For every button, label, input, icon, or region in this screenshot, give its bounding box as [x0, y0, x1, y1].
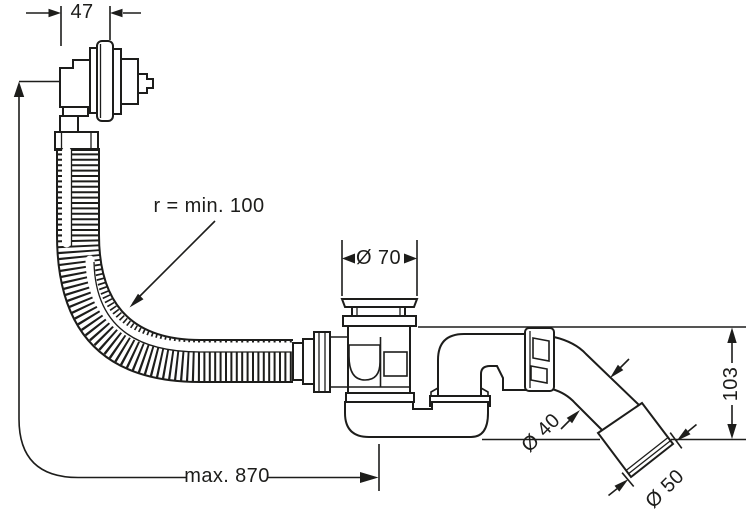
- dim-width-47: [26, 6, 141, 46]
- arrowhead-right-icon: [360, 472, 379, 483]
- flange-plate: [340, 298, 419, 308]
- flange-neck: [351, 306, 406, 317]
- valve-housing: [347, 325, 411, 394]
- overflow-rosette-disc: [96, 40, 114, 122]
- inlet-union-nut: [313, 331, 331, 393]
- socket-rim-line: [628, 440, 672, 475]
- dim-radius-leader: [129, 220, 216, 308]
- arrowhead-down-left-icon: [610, 364, 624, 378]
- pipe-upper-edge: [553, 336, 640, 406]
- hose-highlight-stripe-horizontal: [85, 255, 296, 352]
- coupling-nut: [524, 327, 555, 392]
- dim-radius-label: r = min. 100: [153, 195, 265, 217]
- hose-corrugation-ribs: [57, 148, 293, 382]
- reference-lines: [418, 326, 746, 441]
- nut-facet: [530, 365, 548, 384]
- dim-47-label: 47: [70, 1, 94, 23]
- connector-sleeve: [302, 338, 315, 385]
- dim-diameter-50: [608, 423, 698, 497]
- overflow-hub: [120, 58, 139, 105]
- pipe-lower-edge: [551, 388, 603, 431]
- outlet-pipe: [551, 336, 675, 479]
- arrowhead-up-icon: [13, 81, 25, 97]
- waste-trap-body: [330, 325, 415, 403]
- overflow-body: [59, 59, 91, 108]
- trap-cup: [344, 401, 489, 438]
- outlet-socket: [596, 401, 675, 479]
- dim-max870-label: max. 870: [184, 465, 270, 487]
- elbow-pipe: [437, 333, 527, 398]
- nut-facet: [532, 337, 550, 362]
- drain-flange: [340, 298, 419, 327]
- overflow-chamber: [383, 351, 408, 377]
- arrowhead-up-right-icon: [566, 410, 580, 424]
- overflow-fitting: [54, 40, 154, 151]
- connector-collar: [292, 342, 304, 381]
- flexible-corrugated-hose: [56, 146, 296, 383]
- dim-diameter-70: [341, 240, 418, 296]
- dim-diameter-40: [560, 358, 630, 430]
- flange-collar: [342, 315, 417, 327]
- arrowhead-up-icon: [727, 327, 737, 343]
- overflow-back-plate: [89, 47, 98, 114]
- arrowhead-right-icon: [48, 8, 61, 18]
- hose-outer-wall: [56, 148, 293, 383]
- valve-dome: [348, 345, 381, 381]
- dim-103-label: 103: [720, 366, 742, 402]
- overflow-plate: [112, 48, 122, 115]
- overflow-spindle-knob: [137, 73, 154, 94]
- trap-collar: [345, 392, 415, 403]
- outlet-elbow: [429, 333, 527, 407]
- dim-height-103: [727, 327, 737, 439]
- overflow-lip: [62, 106, 89, 117]
- dim-max-870: [13, 80, 380, 491]
- hose-drain-connector: [292, 331, 331, 393]
- arrowhead-right-icon: [404, 253, 417, 264]
- hose-inner-wall: [98, 148, 293, 341]
- dim-dia70-label: Ø 70: [356, 247, 401, 269]
- arrowhead-left-icon: [110, 8, 123, 18]
- arrowhead-down-left-icon: [676, 428, 691, 441]
- arrowhead-left-icon: [342, 253, 355, 264]
- overflow-outlet-stub: [59, 115, 79, 133]
- socket-rim-line: [625, 436, 669, 471]
- arrowhead-leader-icon: [129, 293, 144, 308]
- arrowhead-down-icon: [727, 424, 737, 439]
- arrowhead-up-right-icon: [614, 479, 629, 492]
